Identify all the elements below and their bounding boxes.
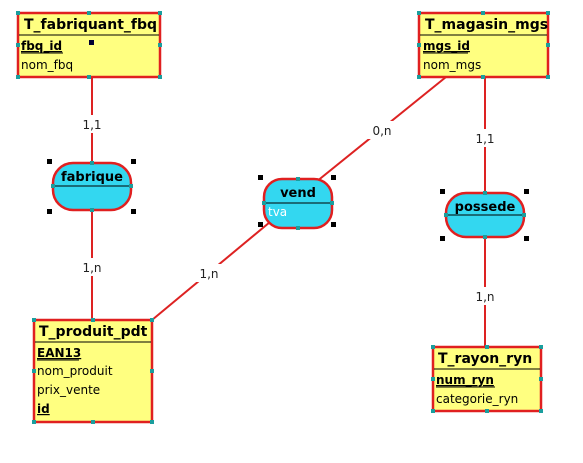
selection-cursor (89, 40, 94, 45)
resize-handles[interactable] (32, 318, 154, 424)
cardinality-fabrique-produit: 1,n (82, 261, 101, 275)
resize-handles[interactable] (417, 11, 550, 79)
entity-title: T_fabriquant_fbq (24, 17, 157, 33)
entity-magasin[interactable]: T_magasin_mgs mgs_id nom_mgs (417, 11, 550, 79)
entity-attribute: nom_produit (37, 364, 113, 378)
cardinality-possede-rayon: 1,n (475, 290, 494, 304)
association-possede[interactable]: possede (440, 189, 529, 241)
cardinality-fabriquant-fabrique: 1,1 (82, 118, 101, 132)
entity-attribute: nom_fbq (21, 58, 73, 72)
selection-handles[interactable] (47, 159, 136, 214)
cardinality-vend-produit: 1,n (199, 267, 218, 281)
entity-title: T_produit_pdt (39, 324, 148, 340)
entity-rayon[interactable]: T_rayon_ryn num_ryn categorie_ryn (431, 345, 543, 413)
cardinality-magasin-possede: 1,1 (475, 132, 494, 146)
entity-title: T_rayon_ryn (438, 351, 532, 367)
entity-attribute: nom_mgs (423, 58, 481, 72)
entity-key-extra: id (37, 402, 50, 416)
entity-produit[interactable]: T_produit_pdt EAN13 nom_produit prix_ven… (32, 318, 154, 424)
association-title: possede (455, 200, 516, 215)
selection-handles[interactable] (440, 189, 529, 241)
entity-fabriquant[interactable]: T_fabriquant_fbq fbq_id nom_fbq (16, 11, 162, 79)
association-fabrique[interactable]: fabrique (47, 159, 136, 214)
entity-key: EAN13 (37, 346, 81, 360)
entity-attribute: categorie_ryn (436, 392, 518, 406)
association-vend[interactable]: vend tva (258, 175, 336, 230)
association-title: fabrique (61, 170, 123, 185)
entity-key: num_ryn (436, 373, 494, 388)
selection-handles[interactable] (258, 175, 336, 227)
association-title: vend (280, 186, 316, 201)
resize-handles[interactable] (16, 11, 162, 79)
association-attribute: tva (268, 205, 287, 219)
entity-attribute: prix_vente (37, 383, 100, 397)
entity-title: T_magasin_mgs (425, 17, 548, 33)
cardinality-magasin-vend: 0,n (372, 124, 391, 138)
entity-key: fbq_id (21, 39, 62, 54)
cardinality-labels: 1,1 1,n 0,n 1,n 1,1 1,n (76, 115, 501, 305)
resize-handles[interactable] (431, 345, 543, 413)
entity-key: mgs_id (423, 39, 470, 54)
